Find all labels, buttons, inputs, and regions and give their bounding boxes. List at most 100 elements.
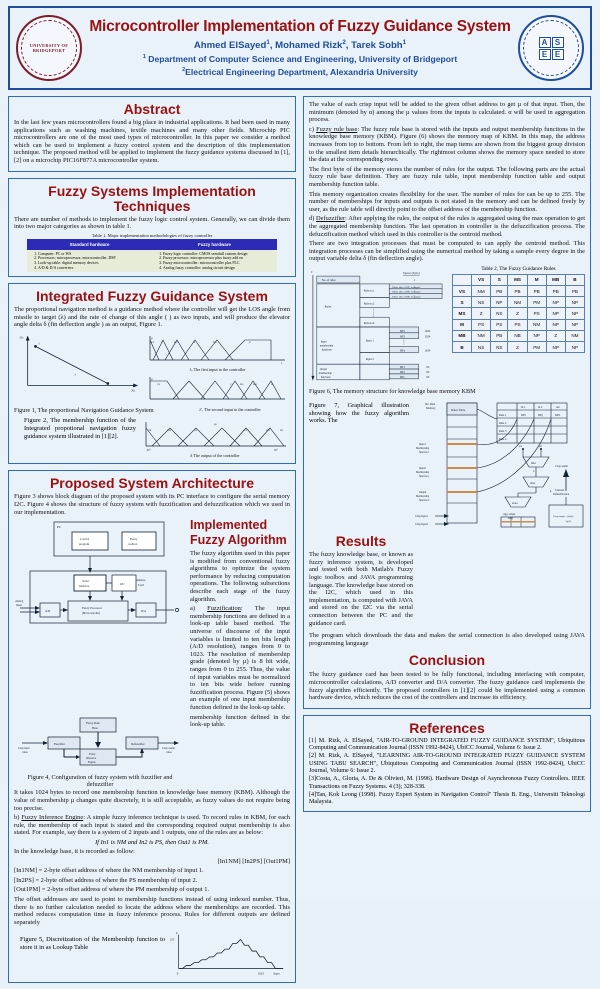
defuzzifier-label: d)	[309, 215, 315, 223]
svg-text:Inference: Inference	[86, 757, 97, 760]
table2-cell: PB	[564, 285, 586, 298]
table2-cell: NP	[490, 296, 509, 309]
references-section: References [1] M. Rizk, A. ElSayed, "AIR…	[303, 714, 591, 813]
table2-cell: NS	[471, 340, 492, 354]
svg-text:membership: membership	[319, 372, 333, 375]
svg-text:MFz: MFz	[555, 414, 561, 417]
asee-letter-e1: E	[538, 48, 551, 60]
svg-text:D/A: D/A	[141, 609, 147, 613]
table2-cell: PB	[507, 285, 528, 298]
svg-text:β: β	[550, 490, 552, 493]
list-item: Processors: microprocessor, microcontrol…	[38, 256, 149, 261]
svg-text:Rules Table: Rules Table	[451, 408, 466, 412]
svg-text:Rule no.k: Rule no.k	[364, 322, 375, 325]
svg-text:Fuzzy: Fuzzy	[130, 537, 138, 541]
svg-text:Membership: Membership	[416, 447, 430, 450]
svg-text:0: 0	[177, 972, 179, 976]
svg-text:Control: Control	[80, 537, 89, 541]
svg-text:I2C: I2C	[120, 582, 125, 586]
table2-cell: Z	[545, 329, 566, 343]
fuzzification-text: : The input membership functions are def…	[190, 605, 290, 711]
header-text-block: Microcontroller Implementation of Fuzzy …	[82, 19, 518, 77]
membership-function-input-1-chart: µ VS S MS M MB B λ	[149, 335, 285, 365]
figure7-caption: Figure 7, Graphical illustration showing…	[309, 402, 409, 425]
svg-text:M: M	[193, 341, 196, 344]
table2-corner	[451, 273, 473, 287]
reference-item: [1] M. Rizk, A. ElSayed, "AIR-TO-GROUND …	[309, 737, 585, 752]
implementation-text: There are number of methods to implement…	[14, 215, 290, 231]
svg-text:MF1: MF1	[400, 330, 406, 333]
svg-text:Rule 1: Rule 1	[499, 414, 507, 417]
conclusion-text: The fuzzy guidance card has been tested …	[309, 671, 585, 702]
table2-cell: Z	[507, 307, 528, 320]
svg-text:store: store	[512, 501, 519, 505]
figure1-caption: Figure 1, The proportional Navigation Gu…	[14, 406, 154, 414]
svg-text:µ1: µ1	[519, 445, 522, 448]
svg-text:program: program	[79, 542, 90, 546]
svg-text:Interface: Interface	[79, 584, 90, 588]
defuzzifier-title: Defuzzifier	[316, 215, 346, 223]
svg-text:value: value	[166, 751, 172, 754]
author-list: Ahmed ElSayed1, Mohamed Rizk2, Tarek Sob…	[193, 39, 407, 52]
asee-letter-s: S	[551, 36, 564, 48]
table2-row-header: VS	[451, 285, 473, 298]
svg-text:PB: PB	[280, 429, 283, 432]
svg-text:Offset add. of MF, for input2: Offset add. of MF, for input2	[392, 291, 421, 294]
figure7-row: Figure 7, Graphical illustration showing…	[309, 398, 585, 530]
svg-text:Crisp input2: Crisp input2	[415, 523, 429, 526]
asee-letter-a: A	[538, 36, 551, 48]
table2-cell: NM	[564, 329, 586, 343]
table-row: VS S MS M MB B	[451, 273, 586, 287]
table2-row-header: M	[451, 318, 473, 331]
svg-text:Rule 4: Rule 4	[499, 438, 507, 441]
table2-caption: Table 2, The Fuzzy Guidance Rules	[481, 265, 556, 272]
figure5-caption: Figure 5, Discretization of the Membersh…	[20, 936, 166, 951]
svg-text:Fuzzy: Fuzzy	[89, 753, 96, 756]
table2-cell: PS	[507, 318, 528, 331]
asee-letter-grid: A S E E	[538, 36, 564, 60]
rule-encoding: [In1NM] [In2PS] [Out1PM]	[217, 857, 290, 865]
inference-title: Fuzzy Inference Engine	[21, 814, 84, 822]
svg-text:60: 60	[426, 375, 429, 379]
reference-item: [2] M. Rizk, A. ElSayed, "LEARNING AIR-T…	[309, 753, 585, 774]
table2-cell: PS	[526, 307, 547, 320]
figure-7-fuzzy-algorithm-illustration-diagram: I2C Data Memory Rules Table Input	[415, 402, 584, 528]
list-item: A/D & D/A converters	[38, 266, 149, 271]
rule-base-text-2: The first byte of the memory stores the …	[309, 165, 585, 188]
table2-col-header: M	[526, 273, 547, 287]
svg-text:function j: function j	[419, 475, 429, 478]
svg-text:functions: functions	[321, 376, 331, 379]
offset-out1: [Out1PM] = 2-byte offset address of wher…	[14, 886, 209, 894]
svg-text:function z: function z	[419, 499, 430, 502]
svg-text:Membership: Membership	[416, 471, 430, 474]
svg-text:out: out	[556, 406, 560, 409]
svg-text:PC: PC	[57, 525, 62, 529]
svg-text:Output: Output	[419, 491, 426, 494]
svg-text:MF2: MF2	[400, 336, 406, 339]
seal-ring-decoration	[21, 20, 77, 76]
svg-text:Input 1: Input 1	[366, 339, 375, 343]
svg-text:Crisp input: Crisp input	[18, 747, 30, 750]
svg-text:Input: Input	[321, 341, 327, 344]
asee-logo-icon: A S E E	[518, 15, 584, 81]
inference-text: : A simple fuzzy inference technique is …	[14, 814, 290, 837]
table-row: VS NM PB PB PB PB PB	[451, 285, 586, 298]
svg-text:B: B	[271, 383, 273, 386]
svg-text:Engine: Engine	[88, 761, 96, 764]
svg-text:Offset add. of MF, for input1: Offset add. of MF, for input1	[392, 286, 421, 289]
svg-text:membership: membership	[320, 344, 334, 347]
svg-text:MS: MS	[174, 341, 178, 344]
svg-text:Defuzzifier: Defuzzifier	[131, 742, 145, 746]
table2-cell: PS	[490, 318, 509, 331]
affiliation-2: 2Electrical Engineering Department, Alex…	[182, 66, 418, 77]
figure-6-kbm-memory-structure-diagram: 0 Space (byte) No. of rules 1 Rules Rule…	[311, 271, 443, 381]
table1-cell-standard: Computer: PC or WS Processors: microproc…	[27, 249, 152, 273]
svg-text:-30°: -30°	[146, 449, 151, 452]
table2-col-header: MB	[545, 273, 566, 287]
list-item: Analog fuzzy controller: analog circuit …	[163, 266, 274, 271]
svg-text:MF1: MF1	[400, 366, 406, 369]
svg-text:Rules: Rules	[325, 304, 333, 308]
left-column: Abstract In the last few years microcont…	[8, 96, 296, 989]
svg-text:function i: function i	[419, 451, 429, 454]
table2-cell: NS	[471, 296, 492, 309]
